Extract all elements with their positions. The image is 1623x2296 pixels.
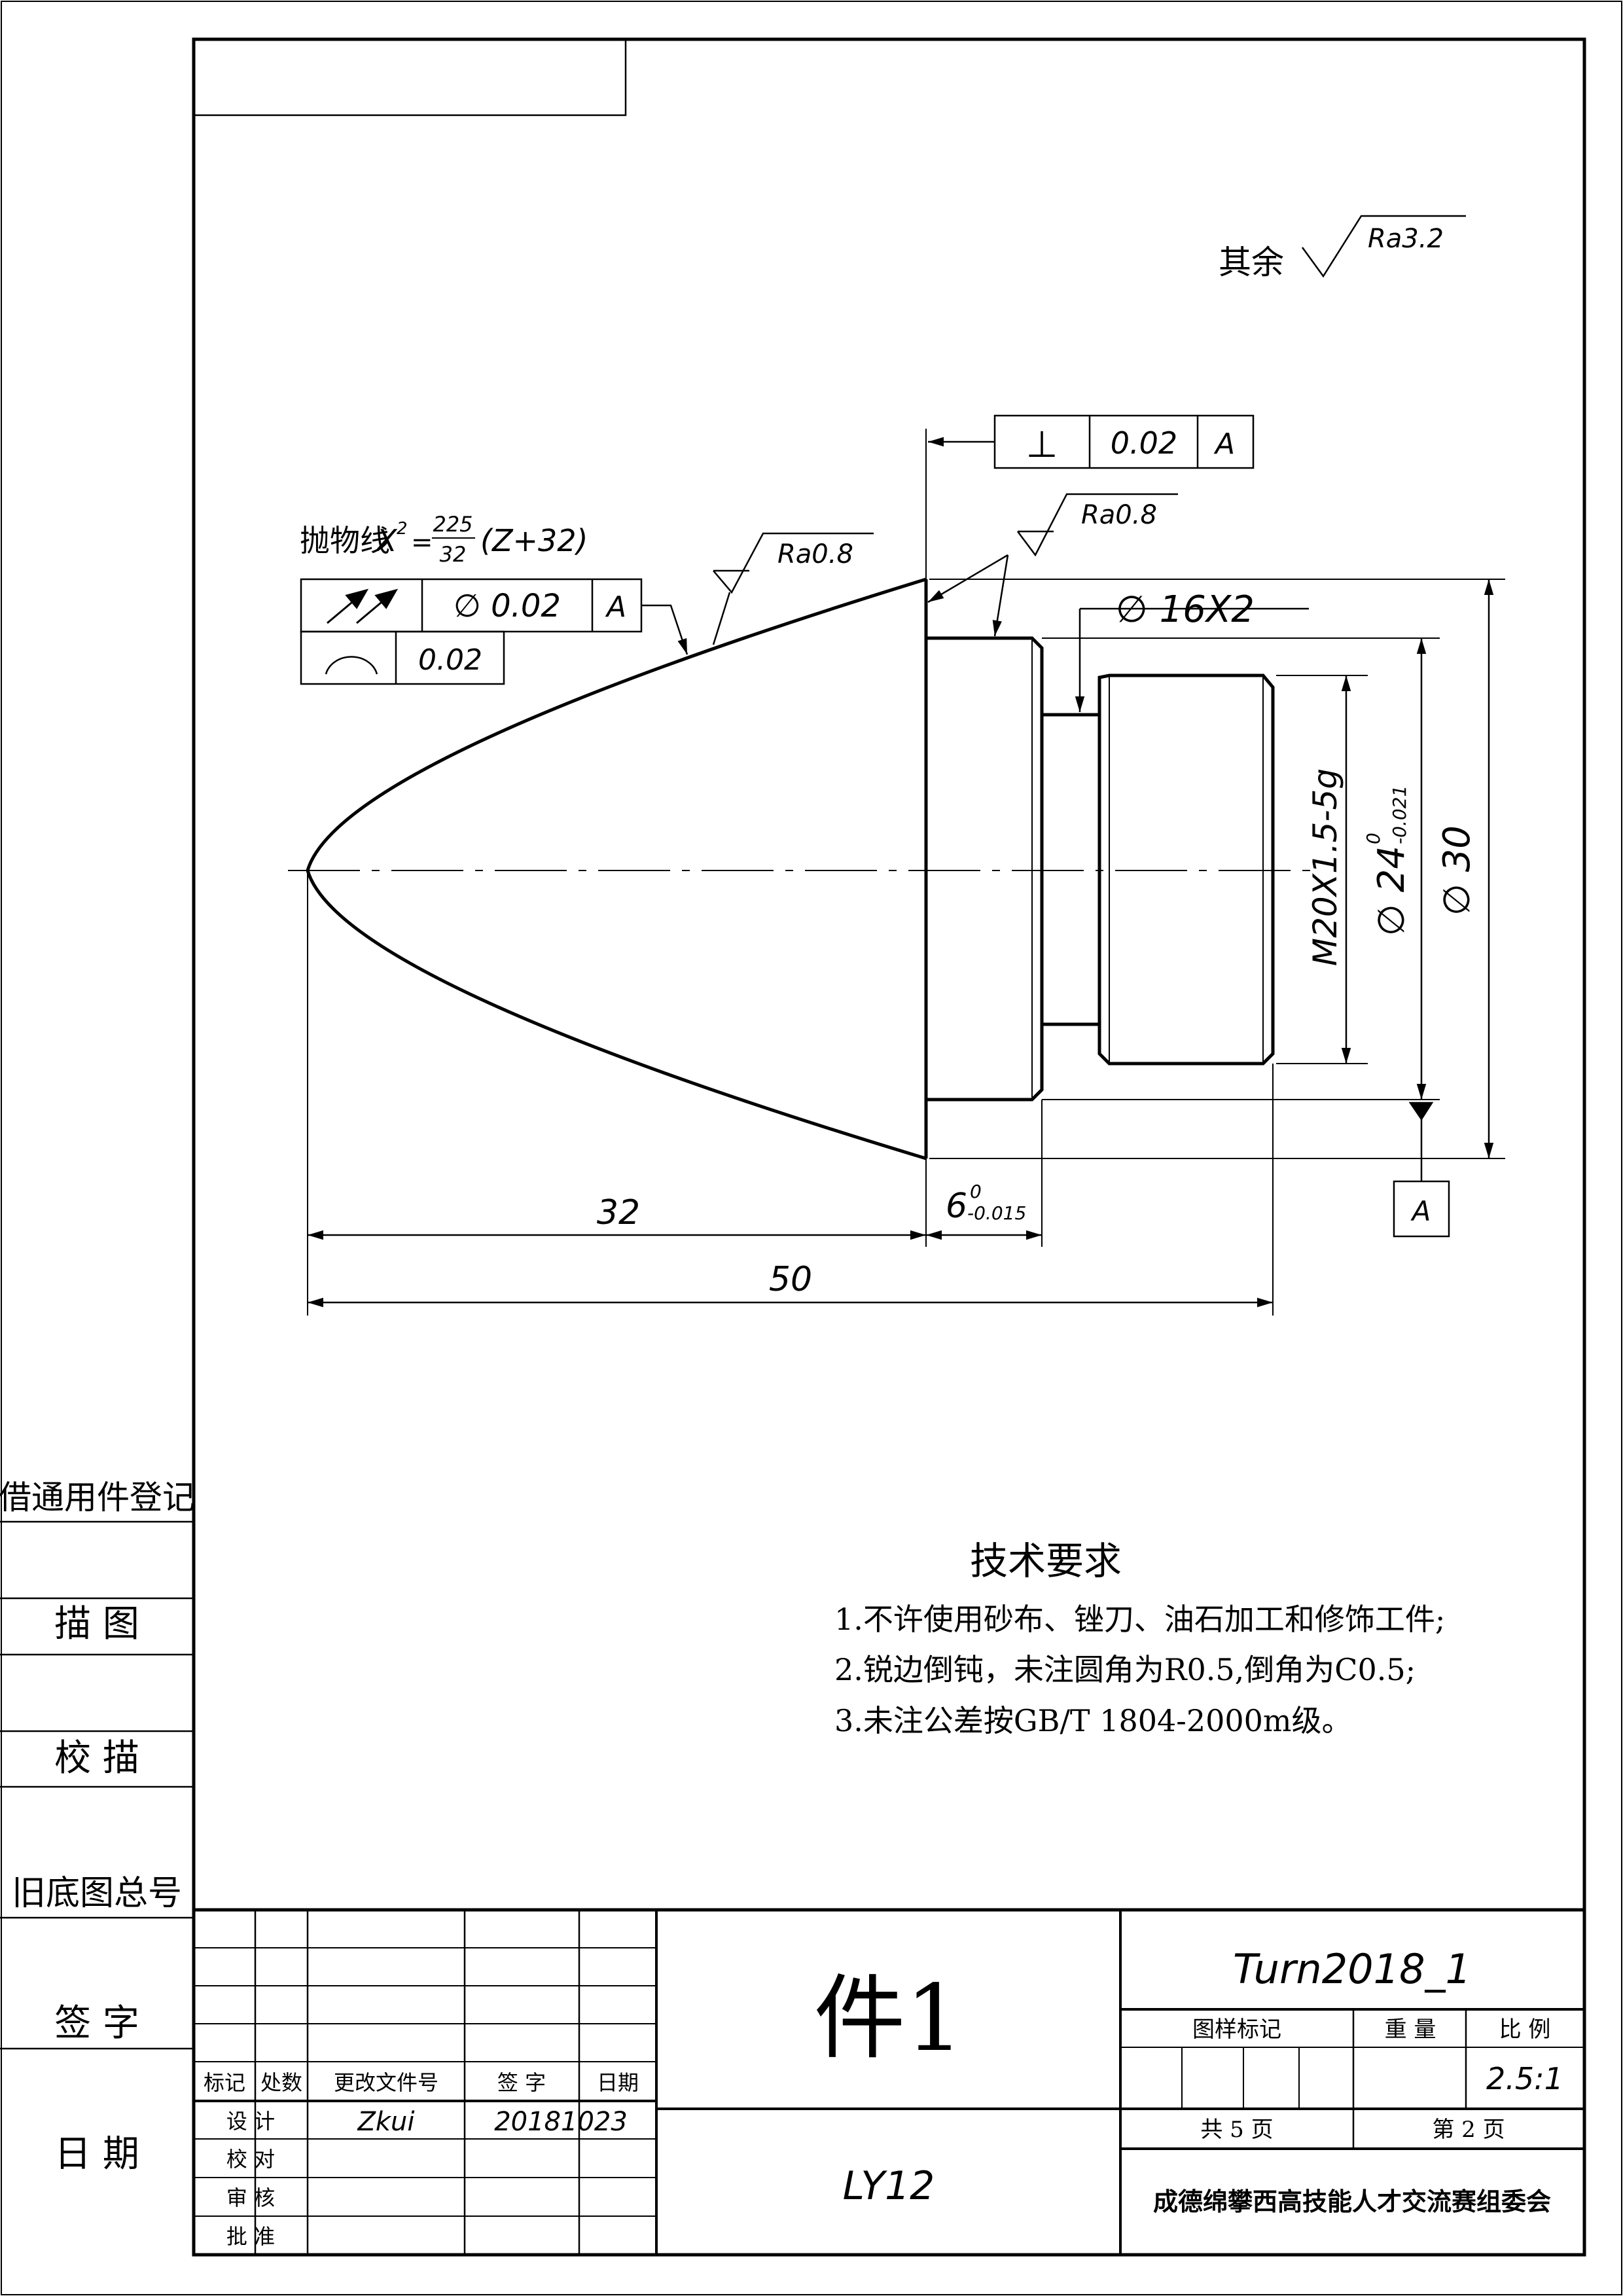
sample-mark: 图样标记 bbox=[1192, 2017, 1281, 2043]
profile-value: 0.02 bbox=[418, 643, 482, 677]
parabola-profile-lower bbox=[306, 870, 927, 1160]
tech-title: 技术要求 bbox=[970, 1539, 1122, 1583]
tech-item-2: 2.锐边倒钝，未注圆角为R0.5,倒角为C0.5; bbox=[834, 1652, 1416, 1687]
strip-trace: 描 图 bbox=[54, 1603, 139, 1645]
dim-50-label: 50 bbox=[769, 1260, 812, 1299]
dim-d24-upper: 0 bbox=[1363, 833, 1384, 844]
perpendicularity-frame bbox=[928, 414, 1255, 469]
organization: 成德绵攀西高技能人才交流赛组委会 bbox=[1153, 2187, 1551, 2216]
extension-lines bbox=[307, 429, 1505, 1316]
runout-datum: A bbox=[605, 590, 626, 624]
dim-6-lower: -0.015 bbox=[967, 1202, 1026, 1224]
length-dimensions bbox=[308, 1230, 1273, 1308]
perpendicularity-value: 0.02 bbox=[1111, 425, 1177, 461]
top-left-box bbox=[192, 38, 627, 117]
ratio-value: 2.5:1 bbox=[1486, 2061, 1563, 2096]
face-roughness-value: Ra0.8 bbox=[1081, 500, 1157, 530]
general-roughness-prefix: 其余 bbox=[1219, 243, 1284, 281]
strip-old-number: 旧底图总号 bbox=[12, 1874, 182, 1913]
parabola-numerator: 225 bbox=[433, 512, 473, 537]
role-approve: 批 准 bbox=[226, 2224, 275, 2249]
parabola-x: X bbox=[375, 523, 398, 558]
header-date: 日期 bbox=[597, 2070, 639, 2095]
strip-date: 日 期 bbox=[54, 2133, 139, 2176]
dim-thread-label: M20X1.5-5g bbox=[1306, 768, 1344, 966]
design-date: 20181023 bbox=[494, 2107, 628, 2137]
thread-lines bbox=[1031, 638, 1264, 1100]
profile-arc-symbol bbox=[325, 656, 378, 675]
designer-name: Zkui bbox=[357, 2107, 414, 2137]
parabola-roughness-value: Ra0.8 bbox=[777, 539, 853, 569]
title-block: 标记 处数 更改文件号 签 字 日期 设 计 校 对 审 核 批 准 Zkui … bbox=[194, 1908, 1584, 2255]
parabola-roughness bbox=[712, 532, 874, 645]
role-design: 设 计 bbox=[226, 2109, 275, 2134]
tech-item-1: 1.不许使用砂布、锉刀、油石加工和修饰工件; bbox=[834, 1602, 1445, 1637]
parabola-denominator: 32 bbox=[440, 542, 467, 567]
runout-double-arrow-symbol bbox=[327, 588, 399, 624]
strip-register: 借通用件登记 bbox=[0, 1479, 195, 1516]
header-sign: 签 字 bbox=[497, 2070, 546, 2095]
technical-requirements: 技术要求 1.不许使用砂布、锉刀、油石加工和修饰工件; 2.锐边倒钝，未注圆角为… bbox=[834, 1539, 1445, 1738]
left-strip: 借通用件登记 描 图 校 描 旧底图总号 签 字 日 期 bbox=[0, 1479, 195, 2176]
parabola-x-exp: 2 bbox=[397, 519, 408, 539]
dim-d24-label: ∅ 24 bbox=[1370, 846, 1413, 936]
runout-frame bbox=[300, 578, 688, 685]
parabola-profile bbox=[306, 577, 927, 871]
tech-item-3: 3.未注公差按GB/T 1804-2000m级。 bbox=[834, 1703, 1352, 1738]
dim-d24-lower: -0.021 bbox=[1389, 785, 1410, 844]
role-review: 审 核 bbox=[226, 2185, 275, 2210]
dim-6-upper: 0 bbox=[970, 1181, 982, 1202]
dim-32-label: 32 bbox=[597, 1193, 640, 1232]
runout-value: ∅ 0.02 bbox=[454, 588, 561, 624]
material: LY12 bbox=[843, 2163, 935, 2209]
ratio-label: 比 例 bbox=[1499, 2017, 1551, 2043]
total-pages: 共 5 页 bbox=[1200, 2117, 1273, 2143]
perpendicularity-symbol: ⊥ bbox=[1026, 423, 1058, 466]
page-number: 第 2 页 bbox=[1432, 2117, 1505, 2143]
role-proof: 校 对 bbox=[226, 2147, 275, 2172]
datum-a-label: A bbox=[1410, 1195, 1431, 1227]
drawing-number: Turn2018_1 bbox=[1233, 1945, 1471, 1993]
dim-d30-label: ∅ 30 bbox=[1436, 825, 1478, 916]
general-roughness: 其余 Ra3.2 bbox=[1219, 215, 1466, 281]
datum-a-marker bbox=[1393, 1102, 1450, 1238]
part-name: 件1 bbox=[813, 1965, 963, 2072]
strip-signature: 签 字 bbox=[54, 2002, 139, 2045]
header-count: 处数 bbox=[260, 2070, 302, 2095]
header-change-doc: 更改文件号 bbox=[334, 2070, 438, 2095]
header-mark: 标记 bbox=[204, 2070, 245, 2095]
parabola-note: 抛物线 X 2 = 225 32 (Z+32) bbox=[300, 512, 588, 567]
general-roughness-value: Ra3.2 bbox=[1368, 224, 1444, 254]
perpendicularity-datum: A bbox=[1213, 427, 1235, 461]
groove-leader bbox=[1075, 607, 1309, 712]
roughness-symbol bbox=[1301, 215, 1466, 278]
weight-label: 重 量 bbox=[1385, 2017, 1436, 2043]
parabola-rest: (Z+32) bbox=[480, 523, 588, 558]
parabola-prefix: 抛物线 bbox=[300, 523, 390, 558]
dim-groove-label: ∅ 16X2 bbox=[1116, 588, 1255, 631]
parabola-eq: = bbox=[411, 528, 433, 558]
strip-check-trace: 校 描 bbox=[54, 1737, 139, 1780]
diameter-dimensions bbox=[1341, 579, 1494, 1158]
face-roughness bbox=[927, 493, 1178, 637]
dim-6-label: 6 bbox=[946, 1187, 967, 1226]
